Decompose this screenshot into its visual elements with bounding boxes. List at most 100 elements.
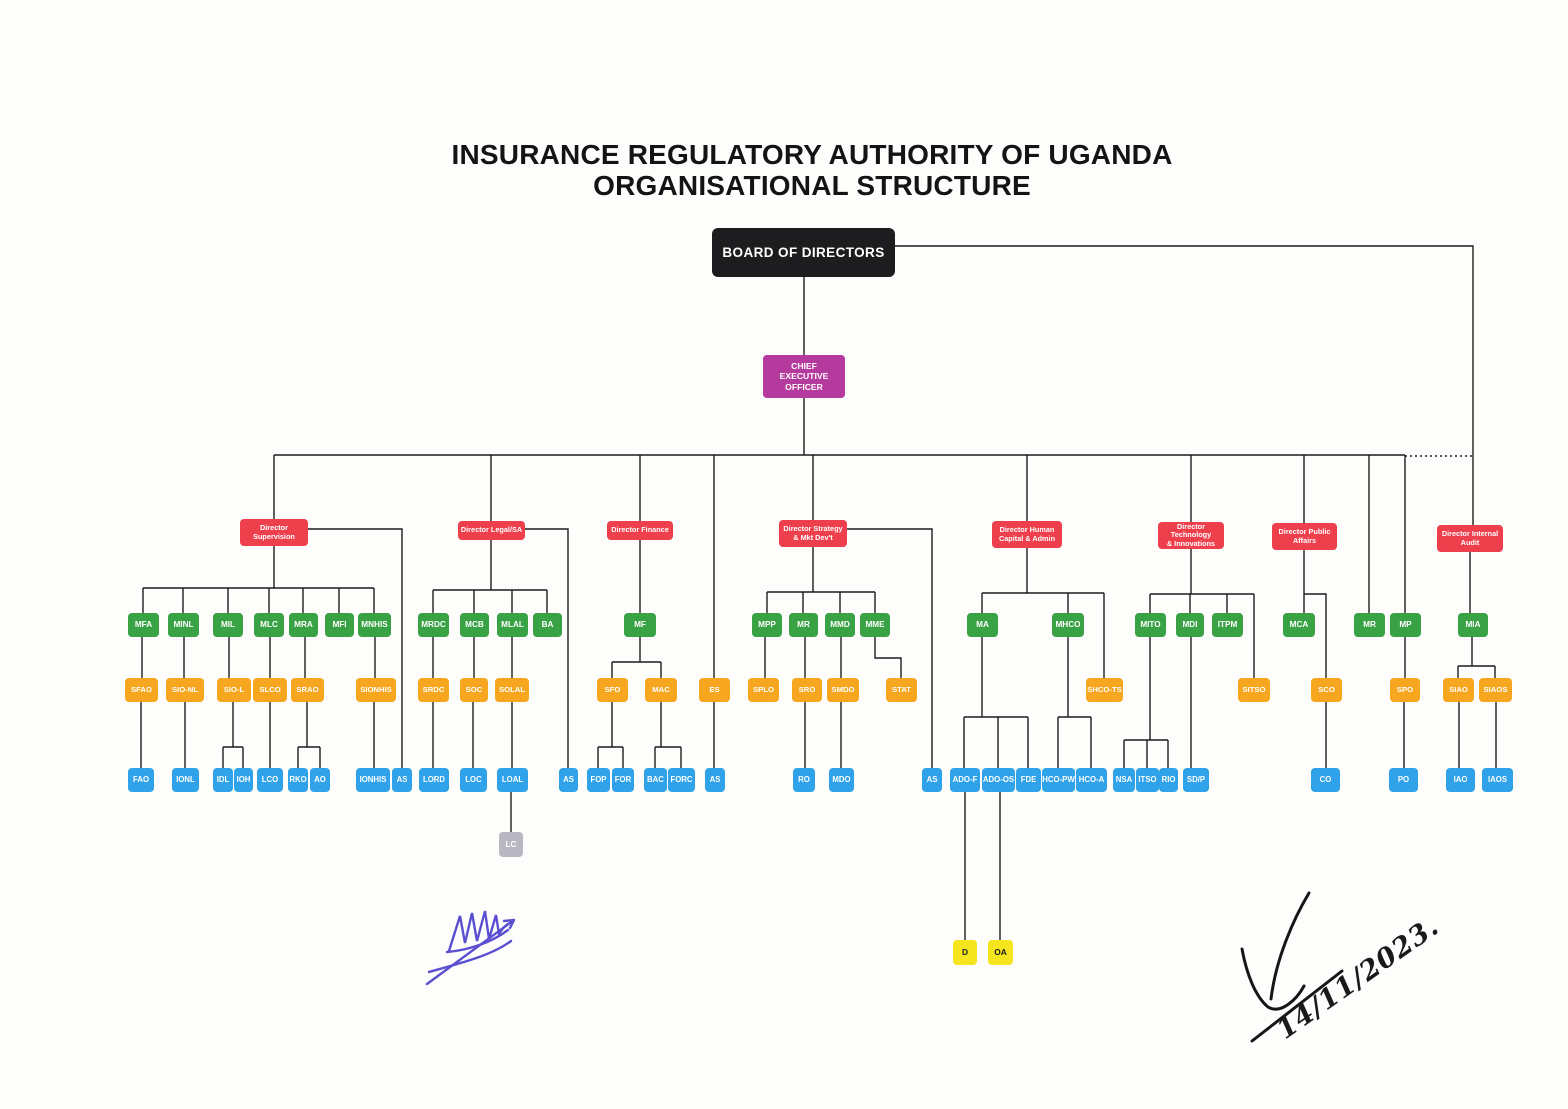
org-node-label: IONL [176,775,195,785]
org-node-as-finance: AS [705,768,725,792]
org-node-forc: FORC [668,768,695,792]
org-node-board: BOARD OF DIRECTORS [712,228,895,277]
org-node-label: AS [926,775,938,785]
org-node-label: SPO [1396,685,1414,695]
org-node-stat: STAT [886,678,917,702]
org-node-label: RKO [289,775,307,785]
org-node-itpm: ITPM [1212,613,1243,637]
org-node-label: MR [1363,620,1376,630]
org-node-mil: MIL [213,613,243,637]
org-node-label: STAT [892,685,911,695]
org-node-label: FOP [590,775,607,785]
org-node-label: NSA [1115,775,1133,785]
org-node-mdi: MDI [1176,613,1204,637]
org-node-label: CHIEF EXECUTIVE OFFICER [779,361,829,392]
org-node-label: D [961,946,969,957]
org-node-label: MITO [1140,620,1161,630]
org-node-mdo: MDO [829,768,854,792]
org-node-mr-public: MR [1354,613,1385,637]
org-node-label: CO [1319,775,1332,785]
org-node-label: ADO-OS [982,775,1015,785]
page-title-line1: INSURANCE REGULATORY AUTHORITY OF UGANDA [451,139,1173,170]
org-node-label: AS [563,775,574,785]
org-node-label: SLCO [259,685,281,695]
org-node-label: Director Supervision [253,522,295,541]
org-node-slco: SLCO [253,678,287,702]
org-node-itso: ITSO [1136,768,1159,792]
org-node-fao: FAO [128,768,154,792]
org-node-label: MCA [1289,620,1309,630]
org-node-label: SOC [465,685,483,695]
org-node-mca: MCA [1283,613,1315,637]
org-node-dir-public-affairs: Director Public Affairs [1272,523,1337,550]
org-node-siaos: SIAOS [1479,678,1512,702]
org-node-sio-l: SIO-L [217,678,251,702]
org-node-label: SIAOS [1483,685,1508,695]
org-node-label: Director Public Affairs [1278,526,1331,545]
org-node-co: CO [1311,768,1340,792]
org-node-label: IONHIS [359,775,387,785]
org-node-label: IAOS [1487,775,1508,785]
org-node-nsa: NSA [1113,768,1135,792]
org-node-splo: SPLO [748,678,779,702]
org-node-label: MLAL [501,620,524,630]
connector-line [525,528,569,768]
org-node-label: SIONHIS [360,685,392,695]
org-node-label: Director Strategy & Mkt Dev't [783,523,843,542]
org-node-label: FOR [614,775,632,785]
org-node-label: BAC [647,775,664,785]
org-node-sionhis: SIONHIS [356,678,396,702]
org-node-mr-strategy: MR [789,613,818,637]
org-node-smdo: SMDO [827,678,859,702]
org-node-dir-strategy: Director Strategy & Mkt Dev't [779,520,847,547]
org-node-label: AO [314,775,326,785]
org-node-label: MMD [830,620,850,630]
org-node-label: SPLO [753,685,774,695]
org-node-label: MRA [294,620,313,630]
org-node-label: HCO-PW [1042,775,1075,785]
org-node-mlal: MLAL [497,613,528,637]
org-node-label: LORD [422,775,446,785]
org-node-label: RO [798,775,810,785]
org-node-label: SD/P [1186,775,1206,785]
org-node-fop: FOP [587,768,610,792]
org-node-as-strategy: AS [922,768,942,792]
org-node-rio: RIO [1159,768,1178,792]
org-node-label: OA [994,946,1007,957]
org-node-ao: AO [310,768,330,792]
org-node-mia: MIA [1458,613,1488,637]
org-node-mp: MP [1390,613,1421,637]
org-node-rko: RKO [288,768,308,792]
org-node-sco: SCO [1311,678,1342,702]
org-node-oa: OA [988,940,1013,965]
connector-line [874,637,902,678]
org-node-sd-p: SD/P [1183,768,1209,792]
org-node-spo: SPO [1390,678,1420,702]
org-node-shco-ts: SHCO-TS [1086,678,1123,702]
org-node-iaos: IAOS [1482,768,1513,792]
org-node-ado-f: ADO-F [950,768,980,792]
org-node-ceo: CHIEF EXECUTIVE OFFICER [763,355,845,398]
org-node-lc: LC [499,832,523,857]
org-node-mme: MME [860,613,890,637]
org-node-label: FAO [132,775,150,785]
org-node-label: FORC [670,775,693,785]
org-node-ioh: IOH [234,768,253,792]
org-node-dir-human-capital: Director Human Capital & Admin [992,521,1062,548]
org-node-label: LOC [465,775,482,785]
org-node-iao: IAO [1446,768,1475,792]
org-node-label: MFI [332,620,347,630]
org-node-d: D [953,940,977,965]
org-node-label: SRDC [422,685,445,695]
org-node-label: LC [505,839,517,849]
org-node-ado-os: ADO-OS [982,768,1015,792]
org-node-po: PO [1389,768,1418,792]
org-node-label: IAO [1453,775,1468,785]
org-node-label: IOH [236,775,251,785]
org-node-label: MCB [465,620,484,630]
org-node-ionhis: IONHIS [356,768,390,792]
org-node-label: SITSO [1242,685,1266,695]
